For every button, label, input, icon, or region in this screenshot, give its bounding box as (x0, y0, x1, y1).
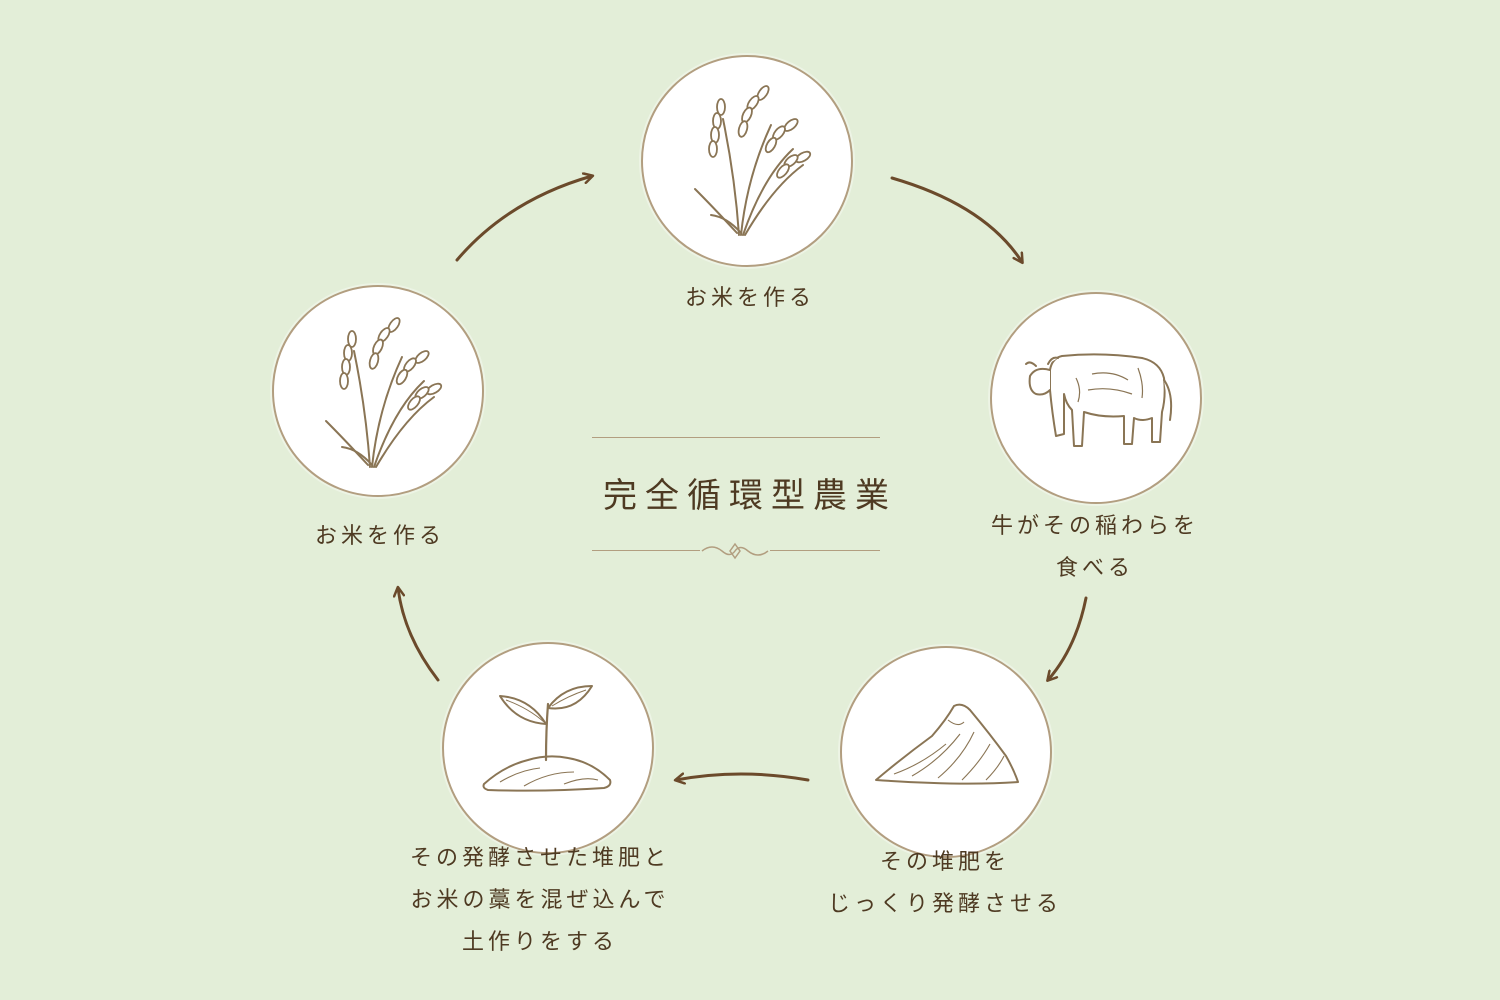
rice-left-circle (272, 285, 484, 497)
rice-plant-icon (694, 85, 812, 236)
ornament-icon (701, 542, 769, 560)
sprout-label: その発酵させた堆肥と お米の藁を混ぜ込んで 土作りをする (409, 846, 670, 955)
rice-top-label: お米を作る (684, 286, 815, 311)
compost-pile-icon (875, 703, 1019, 785)
arrow-sprout-to-rice (398, 588, 440, 682)
cow-icon (1025, 353, 1173, 447)
sprout-circle (442, 642, 654, 854)
cow-circle (990, 292, 1202, 504)
arrow-rice-left-to-rice-top (455, 176, 592, 262)
diagram-title: 完全循環型農業 (603, 476, 897, 516)
compost-circle (840, 646, 1052, 858)
rice-top-circle (641, 55, 853, 267)
arrow-cow-to-compost (1048, 596, 1088, 680)
title-bottom-rule-right (770, 550, 880, 551)
arrow-rice-to-cow (890, 176, 1022, 262)
compost-label: その堆肥を じっくり発酵させる (827, 850, 1062, 917)
title-top-rule (592, 437, 880, 438)
title-bottom-rule-left (592, 550, 700, 551)
rice-plant-icon (325, 317, 443, 468)
rice-left-label: お米を作る (314, 524, 445, 549)
cow-label: 牛がその稲わらを 食べる (990, 514, 1199, 581)
arrow-compost-to-sprout (676, 774, 810, 780)
sprout-icon (482, 685, 612, 792)
